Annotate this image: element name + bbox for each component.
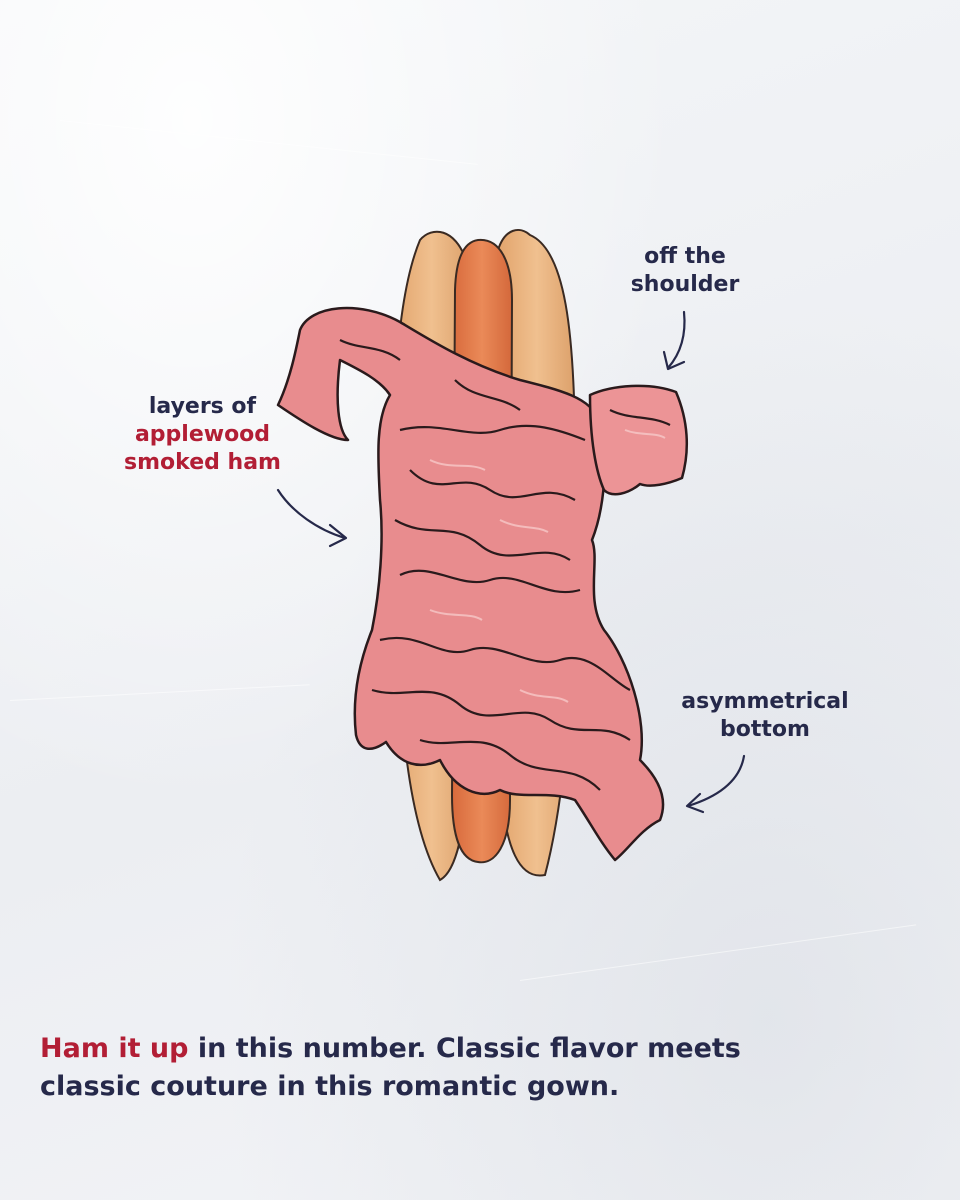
annotation-line: layers of [148, 394, 257, 419]
ham-shoulder-flap-icon [588, 384, 689, 496]
ham-fold-lines [339, 339, 671, 791]
arrow-icon [662, 310, 686, 371]
annotation-line: shoulder [630, 272, 740, 297]
caption-text: in this number. Classic flavor meets [188, 1033, 741, 1064]
annotation-line: off the [644, 244, 726, 269]
arrow-icon [685, 754, 746, 814]
annotation-line: asymmetrical [681, 689, 849, 714]
arrow-icon [276, 488, 348, 548]
annotation-line: bottom [720, 717, 810, 742]
caption-text: classic couture in this romantic gown. [40, 1071, 620, 1102]
caption: Ham it up in this number. Classic flavor… [40, 1030, 920, 1106]
annotation-highlight-line: applewood [134, 422, 271, 447]
annotation-off-the-shoulder: off the shoulder [600, 243, 770, 299]
annotation-layers: layers of applewood smoked ham [95, 393, 310, 477]
caption-highlight: Ham it up [40, 1033, 189, 1064]
annotation-highlight-line: smoked ham [124, 450, 281, 475]
ham-gown [276, 306, 689, 862]
annotation-asymmetrical-bottom: asymmetrical bottom [660, 688, 870, 744]
ham-highlights [429, 429, 666, 703]
